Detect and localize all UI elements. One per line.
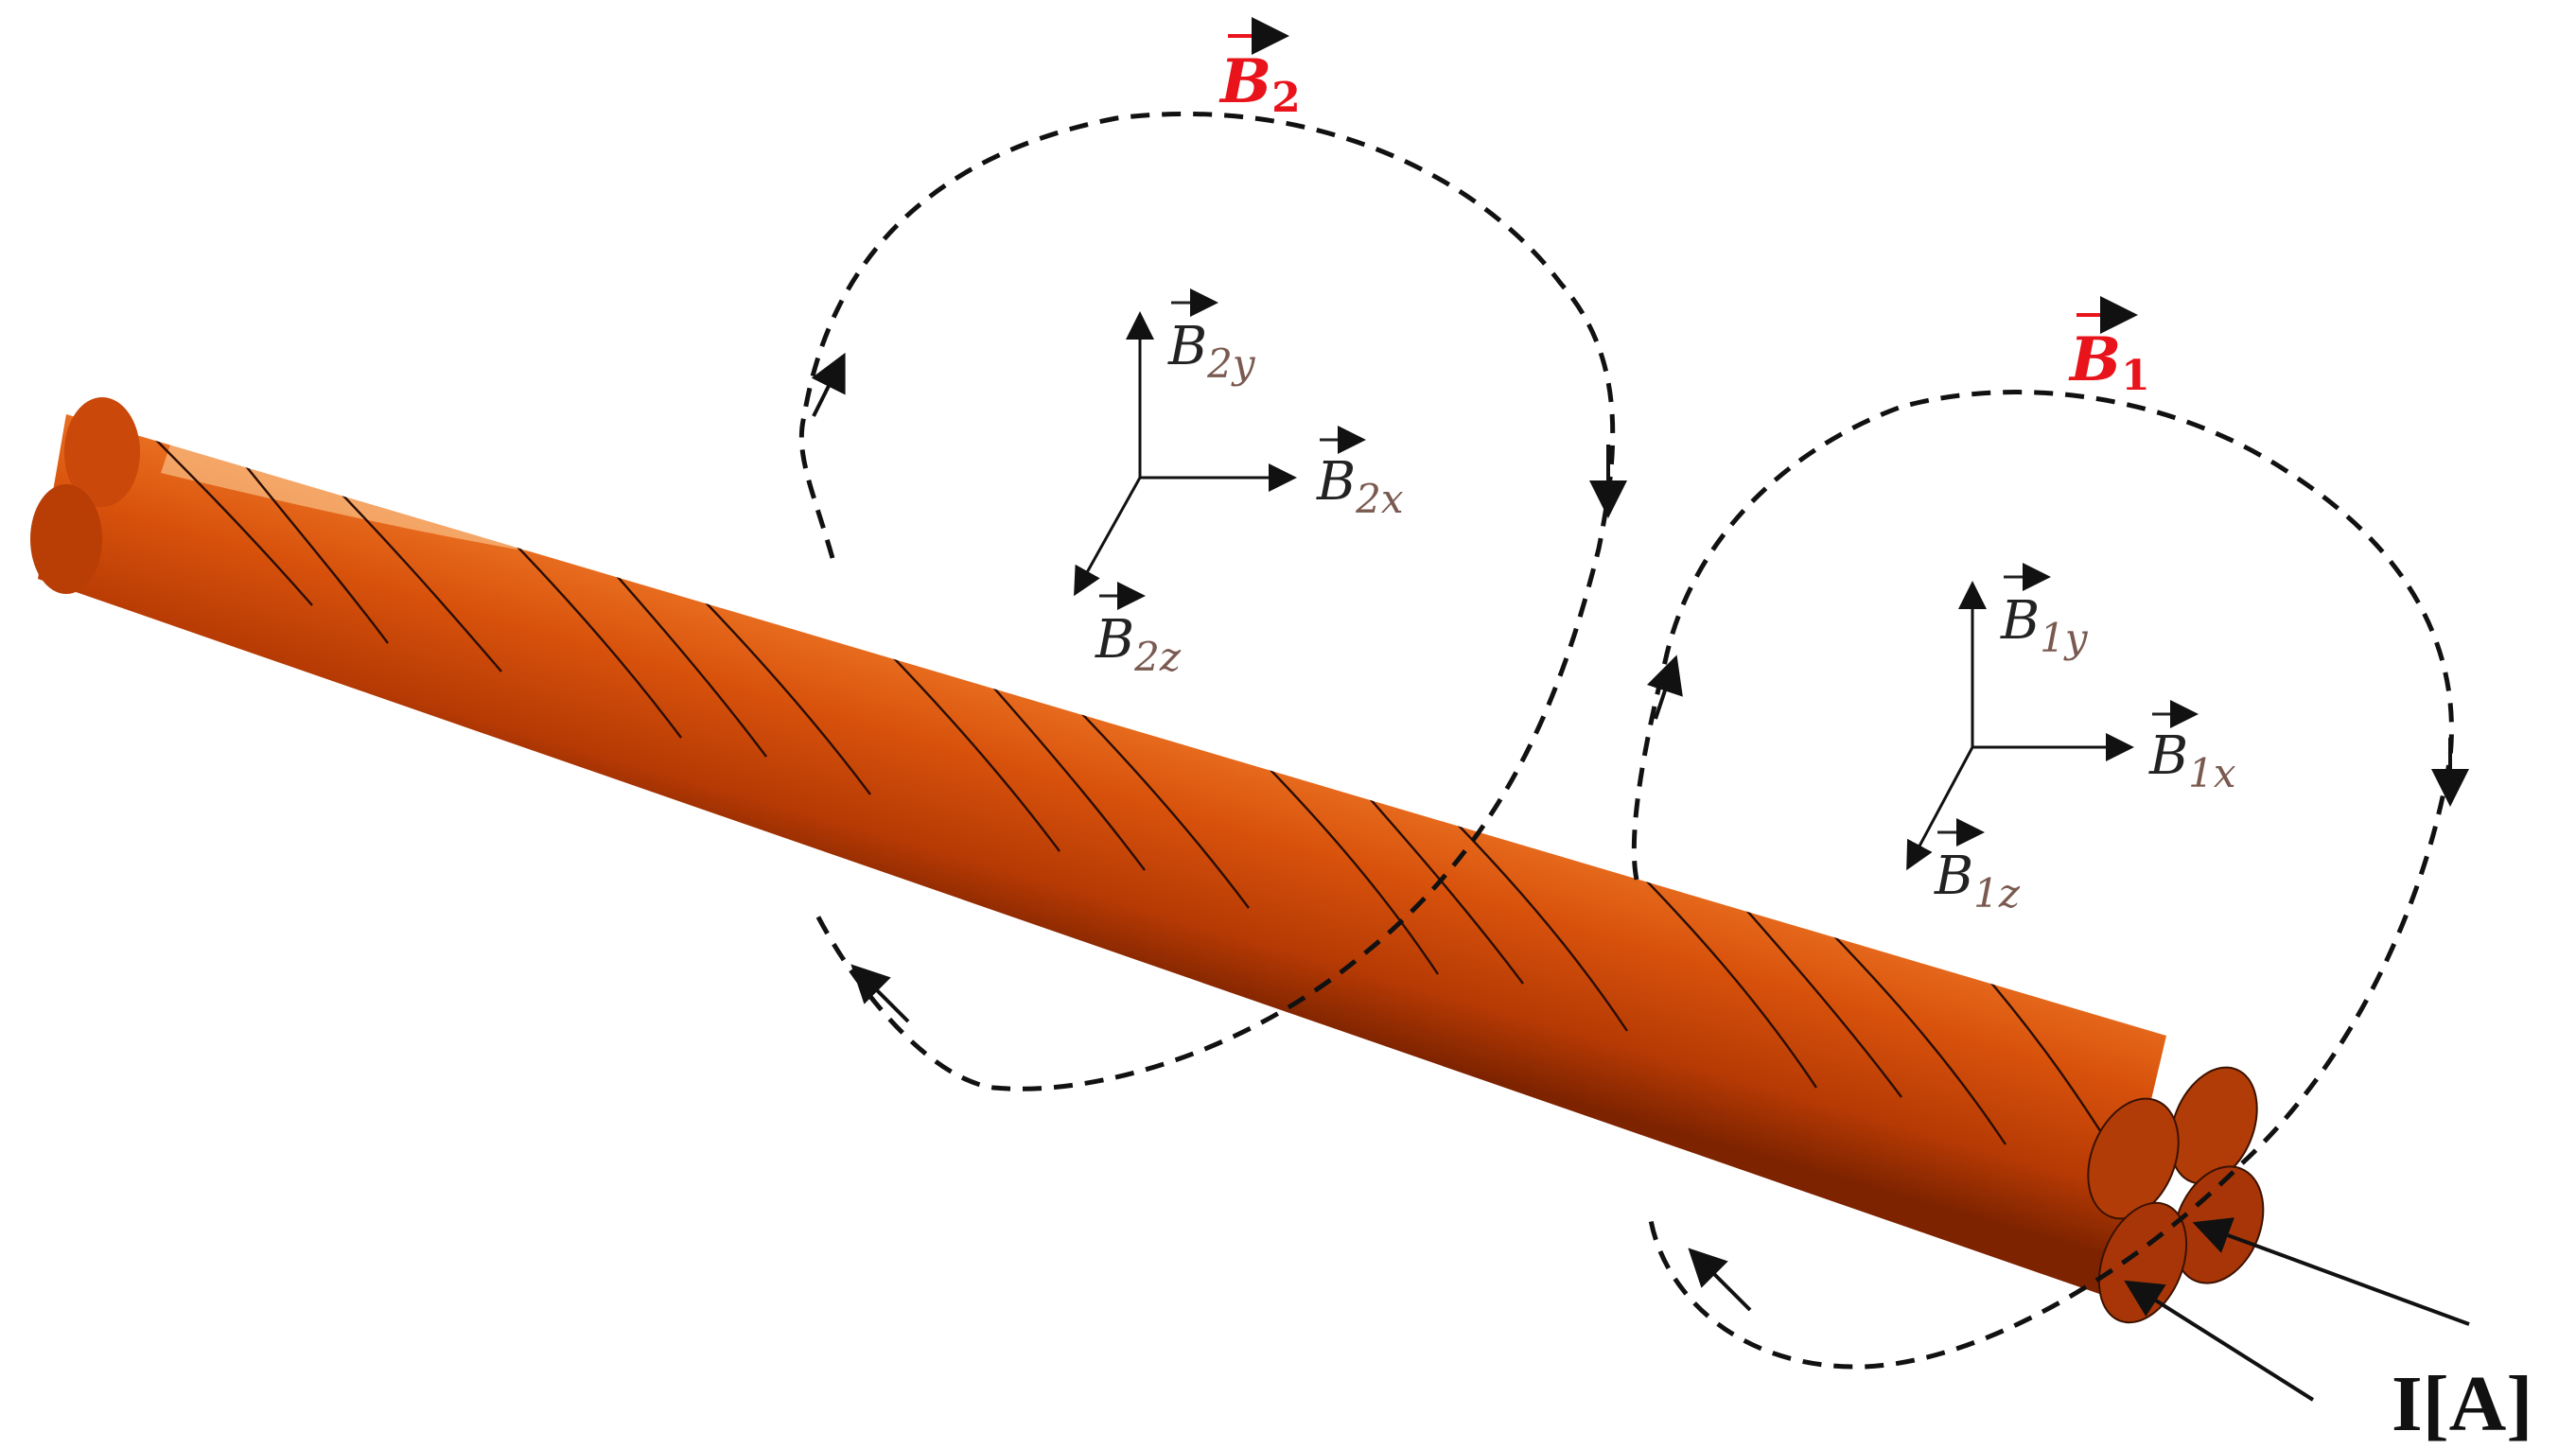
label-b2x-sub: 2x [1355, 476, 1404, 522]
strand-end-1 [2169, 1066, 2258, 1185]
label-b2x-base: B [1316, 451, 1356, 513]
svg-text:B2y: B2y [1167, 316, 1256, 387]
svg-text:B1: B1 [2068, 324, 2150, 400]
field-direction-arrows [811, 352, 2469, 1312]
b1-loop-arrow-return [1688, 1248, 1752, 1312]
svg-text:B1y: B1y [2000, 590, 2089, 661]
current-pointer-upper [2192, 1217, 2470, 1326]
b1-loop-arrow-up [1646, 655, 1683, 720]
strand-end-2 [2087, 1097, 2180, 1220]
label-b2y: B2y [1167, 288, 1256, 387]
svg-text:B2z: B2z [1095, 609, 1182, 680]
label-b1y-base: B [2000, 590, 2040, 652]
svg-text:B2: B2 [1218, 46, 1301, 122]
label-b1-base: B [2068, 324, 2121, 395]
label-b1y-sub: 1y [2040, 615, 2089, 661]
current-pointer-lower [2124, 1280, 2315, 1402]
svg-text:B1x: B1x [2148, 725, 2236, 796]
label-b1x: B1x [2148, 700, 2236, 796]
field-loop-b2 [798, 111, 1616, 1091]
label-b1-sub: 1 [2121, 352, 2150, 400]
b2-loop-arrow-up [811, 352, 846, 417]
label-b2-sub: 2 [1271, 74, 1301, 122]
label-b1: B1 [2068, 296, 2150, 400]
label-b2x: B2x [1316, 426, 1404, 522]
label-b1x-sub: 1x [2188, 750, 2236, 796]
field-loop-b1 [1631, 390, 2454, 1370]
current-pointers [2124, 1217, 2470, 1402]
label-b1z-base: B [1934, 846, 1973, 907]
label-b1y: B1y [2000, 563, 2089, 661]
b2-loop-arrow-return [850, 964, 910, 1023]
svg-text:B1z: B1z [1934, 846, 2021, 917]
cable-body [38, 414, 2166, 1296]
label-b2z: B2z [1095, 582, 1182, 680]
axis-triad-b1 [1906, 581, 2134, 871]
label-b2y-sub: 2y [1206, 340, 1256, 387]
label-b2z-base: B [1095, 609, 1134, 671]
label-b1z: B1z [1934, 818, 2021, 917]
left-strand-end-lower [30, 484, 102, 594]
axis-triad-b2 [1074, 311, 1297, 597]
left-strand-end-upper [64, 397, 140, 507]
label-b1x-base: B [2148, 725, 2188, 787]
label-b2-base: B [1218, 46, 1271, 117]
label-b1z-sub: 1z [1973, 870, 2021, 917]
svg-text:B2x: B2x [1316, 451, 1404, 522]
label-b2z-sub: 2z [1133, 634, 1182, 680]
label-b2y-base: B [1167, 316, 1207, 377]
current-label: I[A] [2392, 1360, 2532, 1448]
label-b2: B2 [1218, 17, 1301, 122]
